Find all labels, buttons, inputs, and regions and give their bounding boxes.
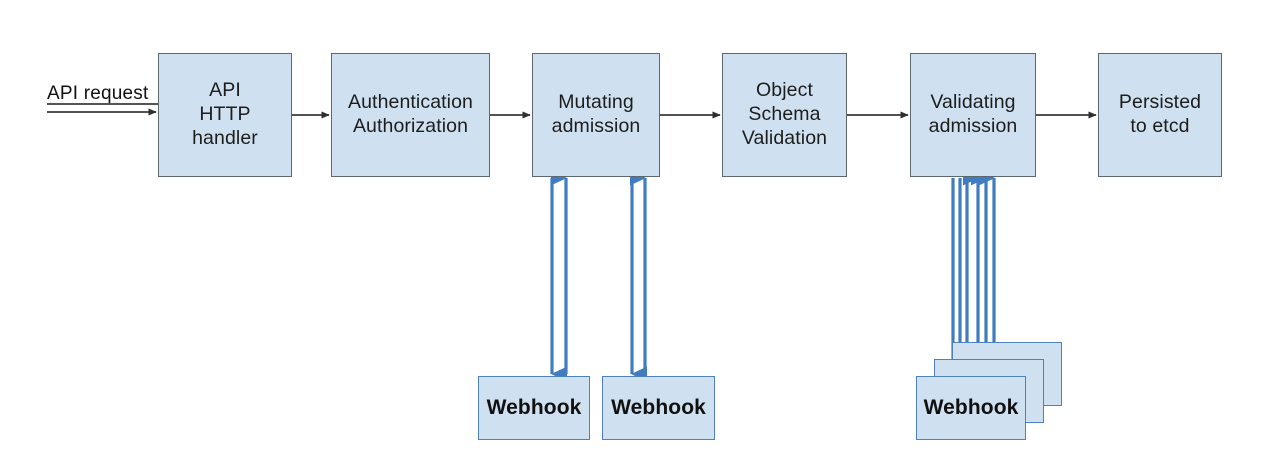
flow-arrow-group [47, 108, 1097, 119]
node-label: Mutating admission [551, 91, 641, 137]
node-label: Authentication Authorization [348, 91, 473, 137]
node-label: Object Schema Validation [741, 79, 828, 149]
node-label: Validating admission [928, 91, 1018, 137]
node-mutating-admission: Mutating admission [532, 53, 660, 177]
webhook-label: Webhook [486, 396, 582, 419]
node-api-http-handler: API HTTP handler [158, 53, 292, 177]
webhook-validating-webhook-stack: Webhook [916, 376, 1026, 440]
node-validating-admission: Validating admission [910, 53, 1036, 177]
webhook-mutating-webhook-2: Webhook [602, 376, 715, 440]
webhook-arrow-group [550, 170, 996, 388]
node-object-schema: Object Schema Validation [722, 53, 847, 177]
node-label: API HTTP handler [192, 79, 258, 149]
webhook-label: Webhook [923, 396, 1019, 419]
node-persisted-to-etcd: Persisted to etcd [1098, 53, 1222, 177]
api-request-label: API request [47, 83, 149, 104]
node-authentication: Authentication Authorization [331, 53, 490, 177]
node-label: Persisted to etcd [1118, 91, 1202, 137]
webhook-label: Webhook [611, 396, 706, 419]
webhook-mutating-webhook-1: Webhook [478, 376, 590, 440]
